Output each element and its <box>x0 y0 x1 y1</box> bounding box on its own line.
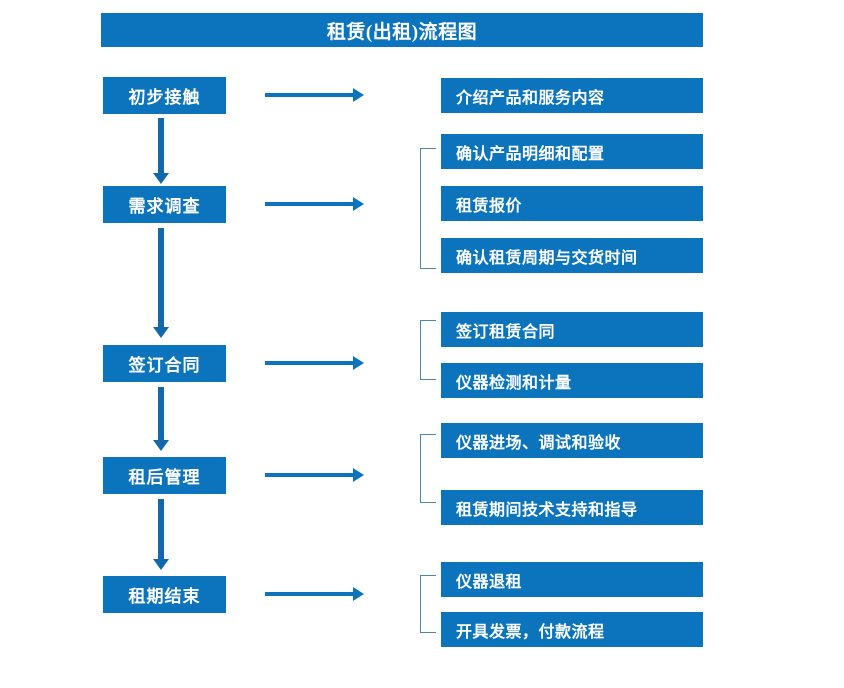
stage-box-1[interactable]: 初步接触 <box>103 77 226 114</box>
detail-box-2-1[interactable]: 确认产品明细和配置 <box>441 134 703 169</box>
detail-box-2-2[interactable]: 租赁报价 <box>441 186 703 221</box>
stage-box-4[interactable]: 租后管理 <box>103 457 226 494</box>
detail-box-5-1[interactable]: 仪器退租 <box>441 562 703 597</box>
detail-box-4-2[interactable]: 租赁期间技术支持和指导 <box>441 490 703 525</box>
stage-box-3[interactable]: 签订合同 <box>103 345 226 382</box>
arrow-right-icon-4 <box>265 468 364 482</box>
arrow-down-icon-1 <box>153 118 169 184</box>
arrow-right-icon-3 <box>265 356 364 370</box>
detail-box-3-1[interactable]: 签订租赁合同 <box>441 312 703 347</box>
detail-box-1-1[interactable]: 介绍产品和服务内容 <box>441 78 703 113</box>
group-bracket-icon-5 <box>420 575 436 633</box>
group-bracket-icon-4 <box>420 434 436 503</box>
stage-box-2[interactable]: 需求调查 <box>103 186 226 223</box>
flowchart-title: 租赁(出租)流程图 <box>101 13 703 47</box>
group-bracket-icon-3 <box>420 320 436 380</box>
arrow-down-icon-4 <box>153 499 169 570</box>
detail-box-2-3[interactable]: 确认租赁周期与交货时间 <box>441 238 703 273</box>
detail-box-3-2[interactable]: 仪器检测和计量 <box>441 363 703 398</box>
arrow-right-icon-1 <box>265 88 364 102</box>
group-bracket-icon-2 <box>420 148 436 269</box>
detail-box-5-2[interactable]: 开具发票，付款流程 <box>441 612 703 647</box>
arrow-down-icon-2 <box>153 228 169 338</box>
arrow-down-icon-3 <box>153 387 169 451</box>
arrow-right-icon-2 <box>265 197 364 211</box>
detail-box-4-1[interactable]: 仪器进场、调试和验收 <box>441 423 703 458</box>
arrow-right-icon-5 <box>265 587 364 601</box>
stage-box-5[interactable]: 租期结束 <box>103 576 226 613</box>
